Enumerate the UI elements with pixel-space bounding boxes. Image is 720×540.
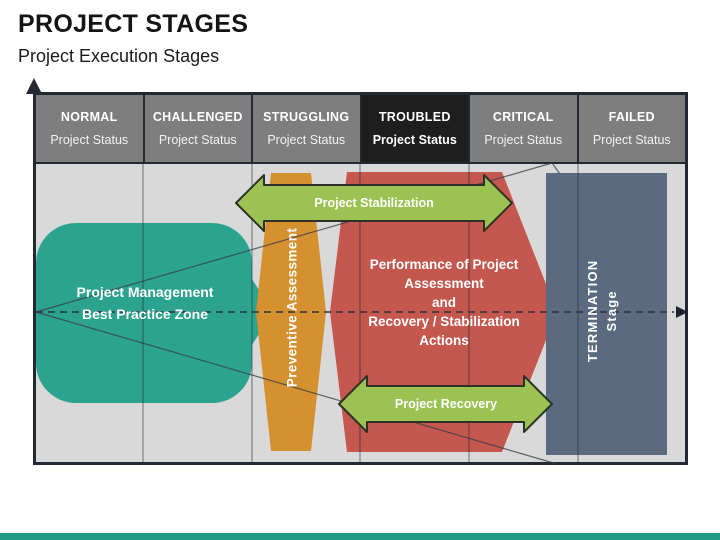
column-label: Project Status	[484, 133, 563, 147]
status-header-row: NORMAL Project Status CHALLENGED Project…	[36, 95, 685, 164]
column-header-critical: CRITICAL Project Status	[470, 95, 579, 162]
column-label: Project Status	[372, 133, 457, 147]
page-subtitle: Project Execution Stages	[18, 46, 220, 66]
column-header-challenged: CHALLENGED Project Status	[144, 95, 253, 162]
column-status: FAILED	[608, 110, 655, 124]
column-header-normal: NORMAL Project Status	[36, 95, 145, 162]
column-status: STRUGGLING	[263, 110, 350, 124]
column-header-struggling: STRUGGLING Project Status	[253, 95, 362, 162]
column-label: Project Status	[50, 133, 129, 147]
column-label: Project Status	[267, 133, 346, 147]
diagram-frame: NORMAL Project Status CHALLENGED Project…	[33, 92, 688, 465]
column-status: CHALLENGED	[152, 110, 243, 124]
column-status: TROUBLED	[378, 110, 451, 124]
footer-accent-bar	[0, 533, 720, 540]
page-title: PROJECT STAGES	[18, 10, 249, 38]
column-header-failed: FAILED Project Status	[578, 95, 685, 162]
column-label: Project Status	[158, 133, 237, 147]
column-label: Project Status	[592, 133, 671, 147]
column-status: CRITICAL	[492, 110, 554, 124]
column-header-troubled: TROUBLED Project Status	[361, 95, 470, 162]
column-status: NORMAL	[60, 110, 118, 124]
